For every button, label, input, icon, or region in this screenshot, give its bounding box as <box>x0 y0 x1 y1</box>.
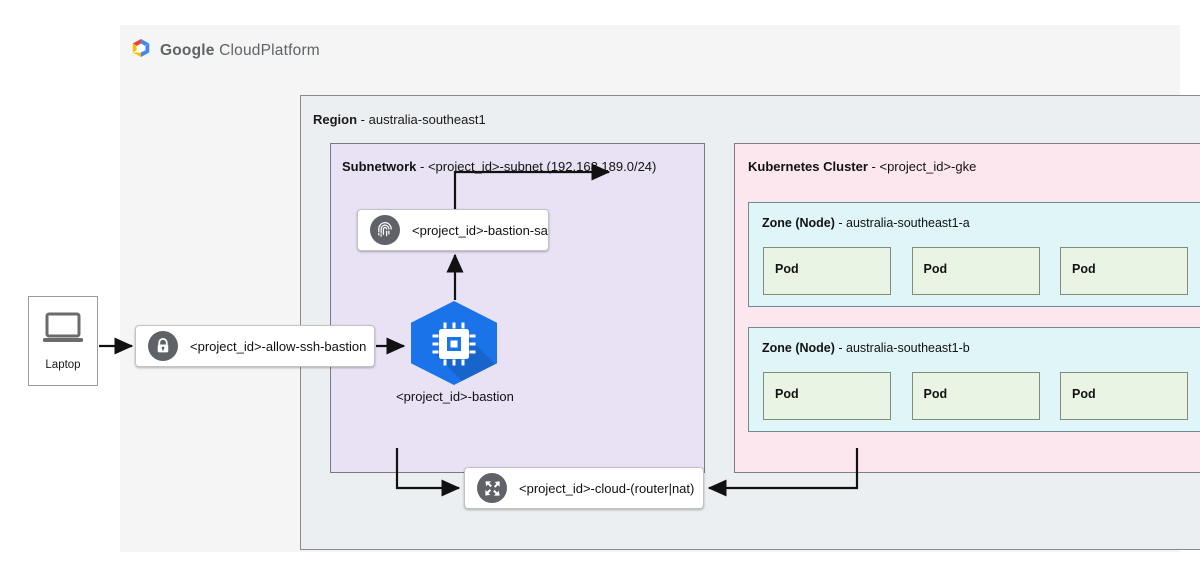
gcp-brand-label: Google CloudPlatform <box>160 42 320 60</box>
laptop-icon <box>41 311 85 347</box>
pod: Pod <box>911 372 1040 420</box>
zone-a-label: Zone (Node) <box>762 216 835 230</box>
bastion-vm-label: <project_id>-bastion <box>396 389 514 404</box>
pod: Pod <box>1060 372 1188 420</box>
pod-label: Pod <box>1072 262 1096 276</box>
pod: Pod <box>1060 247 1188 295</box>
gcp-brand-platform: Platform <box>260 41 320 59</box>
pod-label: Pod <box>1072 387 1096 401</box>
fingerprint-icon <box>370 215 400 245</box>
subnetwork-title: Subnetwork - <project_id>-subnet (192.16… <box>342 159 656 174</box>
cluster-title: Kubernetes Cluster - <project_id>-gke <box>748 159 976 174</box>
zone-b-pod-row: Pod Pod Pod <box>763 372 1188 420</box>
zone-a-title: Zone (Node) - australia-southeast1-a <box>762 216 970 230</box>
compute-engine-icon <box>407 300 501 386</box>
subnetwork-value: <project_id>-subnet (192.168.189.0/24) <box>427 159 657 174</box>
gcp-brand: Google CloudPlatform <box>130 37 320 64</box>
cloud-router-nat-node: <project_id>-cloud-(router|nat) <box>464 467 704 509</box>
pod-label: Pod <box>775 387 799 401</box>
cloud-nat-arrows-icon <box>477 473 507 503</box>
zone-b-value: australia-southeast1-b <box>846 341 970 355</box>
subnetwork-container: Subnetwork - <project_id>-subnet (192.16… <box>330 143 705 473</box>
firewall-rule-node: <project_id>-allow-ssh-bastion <box>135 325 375 367</box>
zone-a-value: australia-southeast1-a <box>846 216 970 230</box>
gcp-brand-cloud: Cloud <box>214 41 261 59</box>
subnetwork-separator: - <box>416 159 428 174</box>
pod-label: Pod <box>923 387 948 401</box>
region-title: Region - australia-southeast1 <box>313 112 486 127</box>
laptop-label: Laptop <box>45 359 81 371</box>
zone-a-pod-row: Pod Pod Pod <box>763 247 1188 295</box>
firewall-rule-label: <project_id>-allow-ssh-bastion <box>190 338 367 354</box>
zone-a-separator: - <box>834 216 847 230</box>
region-value: australia-southeast1 <box>368 112 486 127</box>
pod: Pod <box>763 247 891 295</box>
pod-label: Pod <box>923 262 948 276</box>
google-cloud-hexagon-icon <box>130 37 152 64</box>
pod: Pod <box>911 247 1040 295</box>
zone-b-title: Zone (Node) - australia-southeast1-b <box>762 341 970 355</box>
pod: Pod <box>763 372 891 420</box>
bastion-service-account-node: <project_id>-bastion-sa <box>357 209 549 251</box>
zone-node-australia-southeast1-b: Zone (Node) - australia-southeast1-b Pod… <box>748 327 1200 432</box>
zone-node-australia-southeast1-a: Zone (Node) - australia-southeast1-a Pod… <box>748 202 1200 307</box>
cluster-value: <project_id>-gke <box>879 159 977 174</box>
bastion-service-account-label: <project_id>-bastion-sa <box>412 222 548 238</box>
lock-icon <box>148 331 178 361</box>
laptop-node: Laptop <box>28 296 98 386</box>
zone-b-label: Zone (Node) <box>762 341 835 355</box>
cloud-router-nat-label: <project_id>-cloud-(router|nat) <box>519 480 695 496</box>
cluster-separator: - <box>867 159 880 174</box>
zone-b-separator: - <box>834 341 847 355</box>
cluster-label: Kubernetes Cluster <box>748 159 868 174</box>
pod-label: Pod <box>775 262 799 276</box>
region-separator: - <box>357 112 369 127</box>
region-label: Region <box>313 112 358 127</box>
gcp-brand-google: Google <box>160 41 215 59</box>
subnetwork-label: Subnetwork <box>342 159 417 174</box>
